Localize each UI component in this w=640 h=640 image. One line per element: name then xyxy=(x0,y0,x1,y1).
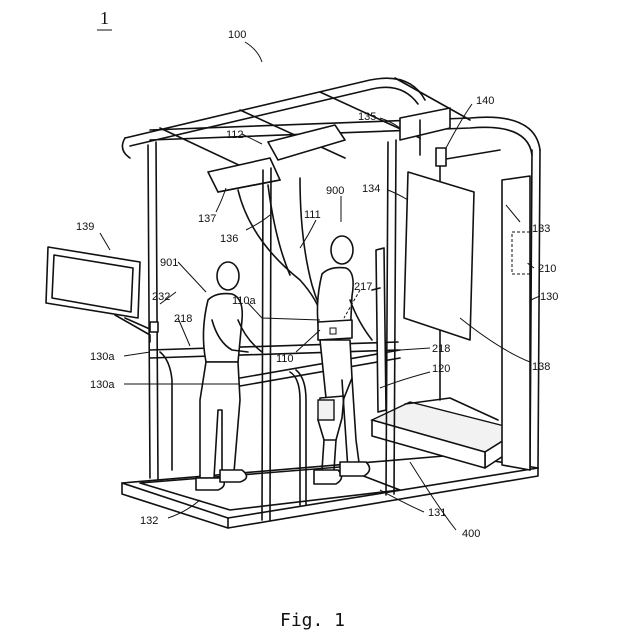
label-136: 136 xyxy=(220,233,238,245)
monitor-139 xyxy=(46,247,158,342)
label-110: 110 xyxy=(276,353,294,365)
label-900: 900 xyxy=(326,185,344,197)
label-110a: 110a xyxy=(232,295,257,307)
label-132: 132 xyxy=(140,515,158,527)
label-139: 139 xyxy=(76,221,94,233)
label-140: 140 xyxy=(476,95,494,107)
figure-caption: Fig. 1 xyxy=(280,610,345,631)
label-218-left: 218 xyxy=(174,313,192,325)
label-400: 400 xyxy=(462,528,480,540)
label-901: 901 xyxy=(160,257,178,269)
label-120: 120 xyxy=(432,363,450,375)
label-135: 135 xyxy=(358,111,376,123)
label-138: 138 xyxy=(532,361,550,373)
display-panel-138 xyxy=(404,172,474,340)
figure-number: 1 xyxy=(100,8,109,28)
person-900 xyxy=(314,236,372,484)
label-130a-upper: 130a xyxy=(90,351,115,363)
top-frame xyxy=(122,78,540,175)
label-131: 131 xyxy=(428,507,446,519)
label-111: 111 xyxy=(304,209,321,221)
label-133: 133 xyxy=(532,223,550,235)
label-217: 217 xyxy=(354,281,372,293)
label-137: 137 xyxy=(198,213,216,225)
label-218-right: 218 xyxy=(432,343,450,355)
label-112: 112 xyxy=(226,129,244,141)
label-232: 232 xyxy=(152,291,170,303)
label-134: 134 xyxy=(362,183,380,195)
label-100: 100 xyxy=(228,29,246,41)
label-210: 210 xyxy=(538,263,556,275)
overhead-unit-137 xyxy=(208,158,280,192)
label-130: 130 xyxy=(540,291,558,303)
label-130a-lower: 130a xyxy=(90,379,115,391)
guide-rail-217 xyxy=(372,248,386,412)
